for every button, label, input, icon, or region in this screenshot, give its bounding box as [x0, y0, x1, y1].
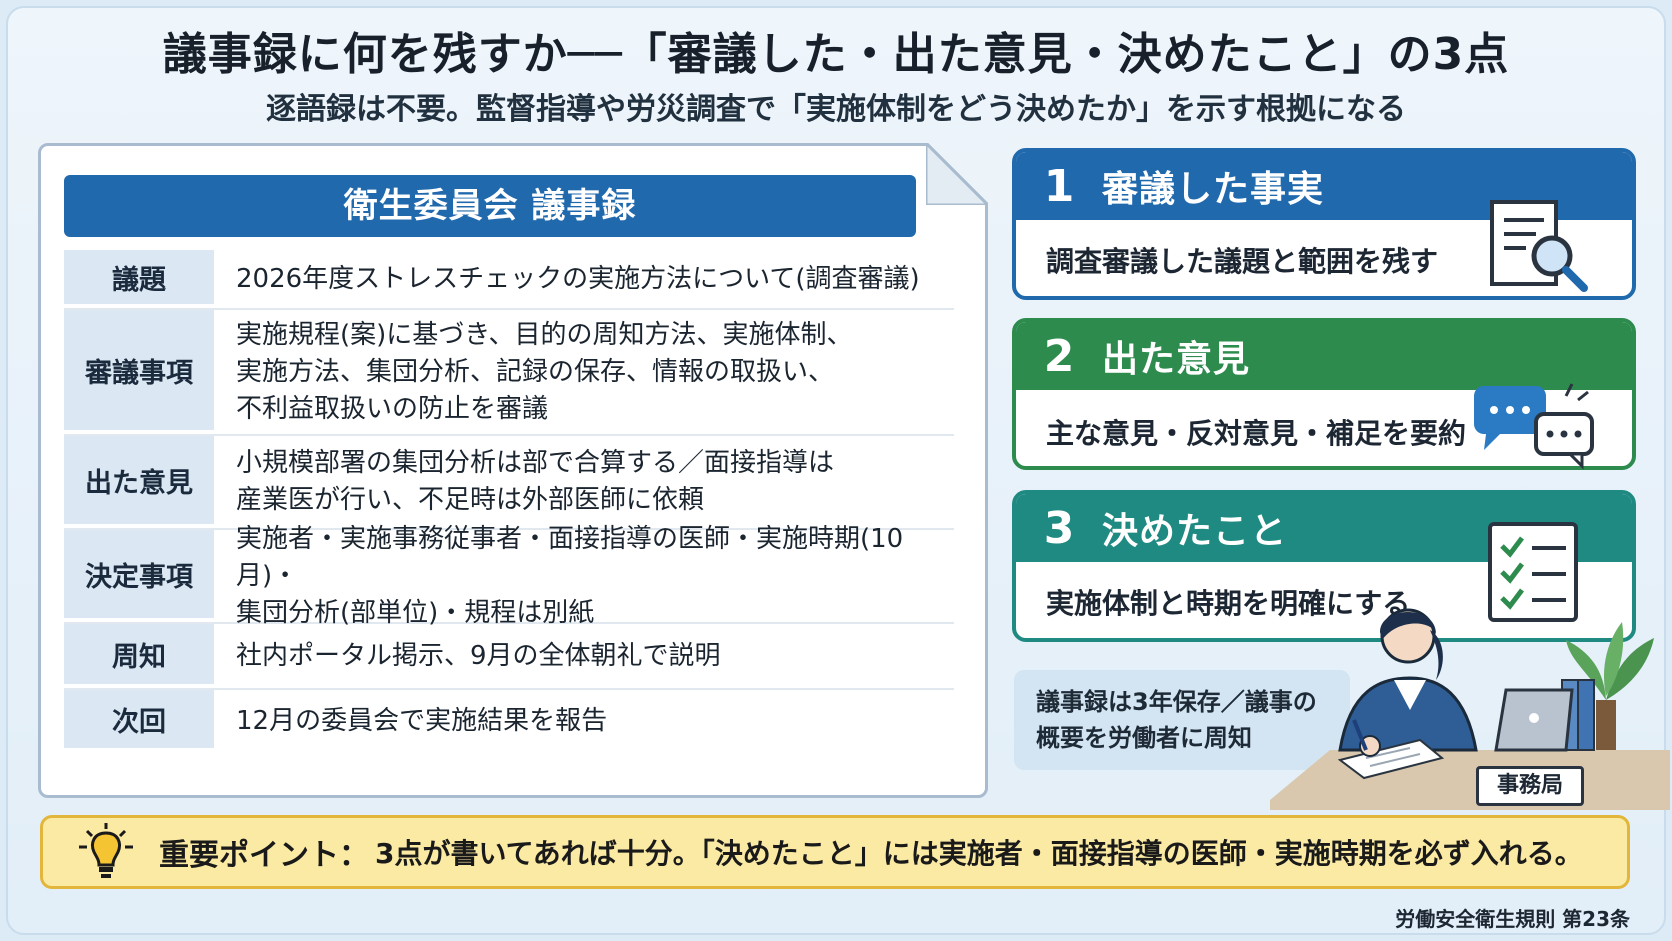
speech-bubbles-icon [1474, 383, 1594, 470]
key-point-text: 3点が書いてあれば十分。「決めたこと」には実施者・面接指導の医師・実施時期を必ず… [375, 837, 1583, 870]
key-point-label: 重要ポイント： [159, 838, 369, 873]
row-value: 12月の委員会で実施結果を報告 [214, 690, 954, 752]
card-body: 調査審議した議題と範囲を残す [1046, 245, 1439, 278]
row-line: 実施方法、集団分析、記録の保存、情報の取扱い、 [236, 356, 835, 387]
card-title: 出た意見 [1102, 339, 1251, 380]
table-row: 審議事項 実施規程(案)に基づき、目的の周知方法、実施体制、 実施方法、集団分析… [64, 310, 954, 436]
source-citation: 労働安全衛生規則 第23条 [1395, 907, 1630, 931]
card-body: 実施体制と時期を明確にする [1046, 587, 1411, 620]
row-line: 不利益取扱いの防止を審議 [236, 393, 549, 424]
office-worker-illustration [1270, 608, 1670, 810]
card-title: 審議した事実 [1102, 169, 1325, 210]
table-row: 次回 12月の委員会で実施結果を報告 [64, 690, 954, 752]
card-number: 1 [1043, 160, 1075, 212]
key-point-banner: 重要ポイント： 3点が書いてあれば十分。「決めたこと」には実施者・面接指導の医師… [40, 815, 1630, 889]
row-label: 審議事項 [64, 310, 214, 430]
row-value: 小規模部署の集団分析は部で合算する／面接指導は 産業医が行い、不足時は外部医師に… [214, 436, 954, 528]
row-line: 集団分析(部単位)・規程は別紙 [236, 597, 595, 628]
table-row: 議題 2026年度ストレスチェックの実施方法について(調査審議) [64, 250, 954, 310]
table-row: 周知 社内ポータル掲示、9月の全体朝礼で説明 [64, 624, 954, 690]
note-line: 議事録は3年保存／議事の [1036, 688, 1317, 716]
row-label: 次回 [64, 690, 214, 748]
row-line: 産業医が行い、不足時は外部医師に依頼 [236, 485, 705, 515]
card-body: 主な意見・反対意見・補足を要約 [1046, 417, 1467, 450]
row-value: 2026年度ストレスチェックの実施方法について(調査審議) [214, 250, 954, 308]
card-title: 決めたこと [1102, 511, 1288, 552]
card-number: 2 [1043, 330, 1075, 382]
row-value: 実施規程(案)に基づき、目的の周知方法、実施体制、 実施方法、集団分析、記録の保… [214, 310, 954, 434]
document-search-icon [1490, 200, 1588, 292]
row-label: 議題 [64, 250, 214, 304]
table-row: 出た意見 小規模部署の集団分析は部で合算する／面接指導は 産業医が行い、不足時は… [64, 436, 954, 530]
page-subtitle: 逐語録は不要。監督指導や労災調査で「実施体制をどう決めたか」を示す根拠になる [266, 92, 1406, 127]
row-line: 12月の委員会で実施結果を報告 [236, 705, 608, 736]
row-label: 周知 [64, 624, 214, 684]
row-value: 社内ポータル掲示、9月の全体朝礼で説明 [214, 624, 954, 688]
row-line: 社内ポータル掲示、9月の全体朝礼で説明 [236, 640, 721, 671]
minutes-header: 衛生委員会 議事録 [64, 175, 916, 237]
page-fold-icon [926, 143, 988, 205]
table-row: 決定事項 実施者・実施事務従事者・面接指導の医師・実施時期(10月)・ 集団分析… [64, 524, 954, 628]
card-number: 3 [1043, 502, 1075, 554]
row-line: 実施規程(案)に基づき、目的の周知方法、実施体制、 [236, 319, 853, 350]
row-line: 小規模部署の集団分析は部で合算する／面接指導は [236, 448, 835, 478]
checklist-icon [1488, 522, 1578, 622]
row-line: 実施者・実施事務従事者・面接指導の医師・実施時期(10月)・ [236, 523, 904, 591]
office-badge: 事務局 [1476, 766, 1584, 806]
row-label: 出た意見 [64, 436, 214, 524]
note-line: 概要を労働者に周知 [1036, 724, 1252, 752]
card-head: 2 出た意見 [1016, 322, 1632, 390]
row-label: 決定事項 [64, 530, 214, 618]
row-line: 2026年度ストレスチェックの実施方法について(調査審議) [236, 263, 920, 294]
lightbulb-icon [79, 823, 133, 878]
row-value: 実施者・実施事務従事者・面接指導の医師・実施時期(10月)・ 集団分析(部単位)… [214, 524, 954, 628]
minutes-table: 議題 2026年度ストレスチェックの実施方法について(調査審議) 審議事項 実施… [64, 250, 954, 752]
page-title: 議事録に何を残すか──「審議した・出た意見・決めたこと」の3点 [162, 29, 1510, 80]
retention-note: 議事録は3年保存／議事の 概要を労働者に周知 [1014, 670, 1350, 770]
